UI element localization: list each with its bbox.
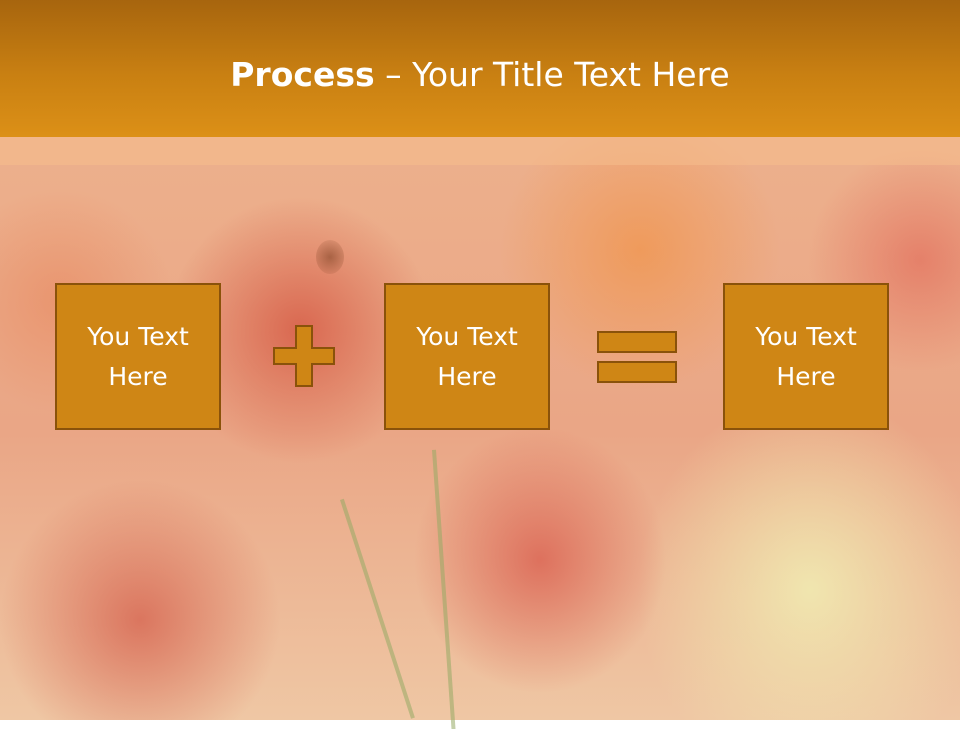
box-1-line-1: You Text [87,321,189,351]
process-box-2[interactable]: You Text Here [384,283,550,430]
equals-icon[interactable] [597,330,677,384]
title-bar [0,0,960,137]
process-box-1[interactable]: You Text Here [55,283,221,430]
title-text: Your Title Text Here [412,55,730,94]
box-2-line-1: You Text [416,321,518,351]
title-band [0,137,960,165]
box-2-line-2: Here [437,361,497,391]
box-3-line-2: Here [776,361,836,391]
plus-icon[interactable] [272,324,336,388]
box-1-line-2: Here [108,361,168,391]
process-box-3[interactable]: You Text Here [723,283,889,430]
cherry-stem-detail [432,449,456,729]
box-3-line-1: You Text [755,321,857,351]
slide-title[interactable]: Process – Your Title Text Here [0,52,960,98]
box-3-text: You Text Here [736,317,876,397]
cherry-stem-detail [340,498,415,719]
apple-stem-detail [316,240,344,274]
title-bold: Process [230,55,375,94]
box-2-text: You Text Here [397,317,537,397]
box-1-text: You Text Here [68,317,208,397]
title-dash: – [374,55,413,94]
